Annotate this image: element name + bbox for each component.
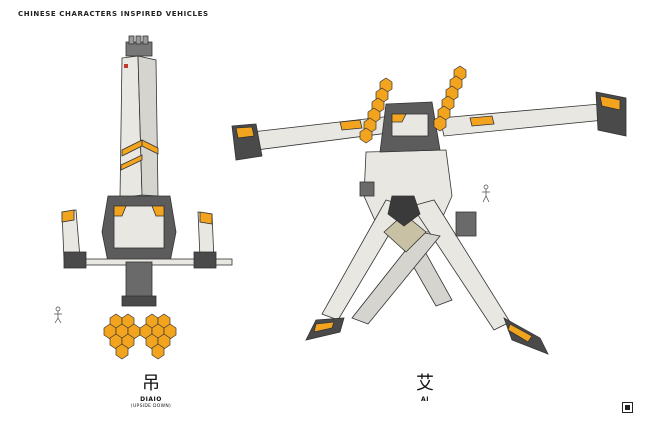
human-scale-figure-right [482, 184, 490, 203]
honeycomb-thrusters-left [103, 313, 177, 360]
vehicle-caption-diaio: 吊 DIAIO (UPSIDE DOWN) [116, 373, 186, 410]
vehicle-name: DIAIO [140, 396, 162, 403]
page-title: CHINESE CHARACTERS INSPIRED VEHICLES [18, 10, 209, 18]
artist-seal-icon [618, 402, 636, 413]
vehicle-name: AI [421, 396, 429, 403]
vehicle-note: (UPSIDE DOWN) [130, 404, 172, 409]
vertical-vehicle-illustration [61, 35, 233, 307]
x-shaped-vehicle-illustration [231, 91, 627, 355]
vehicle-caption-ai: 艾 AI [390, 373, 460, 404]
vehicle-character: 吊 [142, 373, 160, 394]
vehicle-character: 艾 [416, 373, 434, 394]
human-scale-figure [54, 306, 62, 324]
honeycomb-thrusters-right [359, 65, 467, 144]
